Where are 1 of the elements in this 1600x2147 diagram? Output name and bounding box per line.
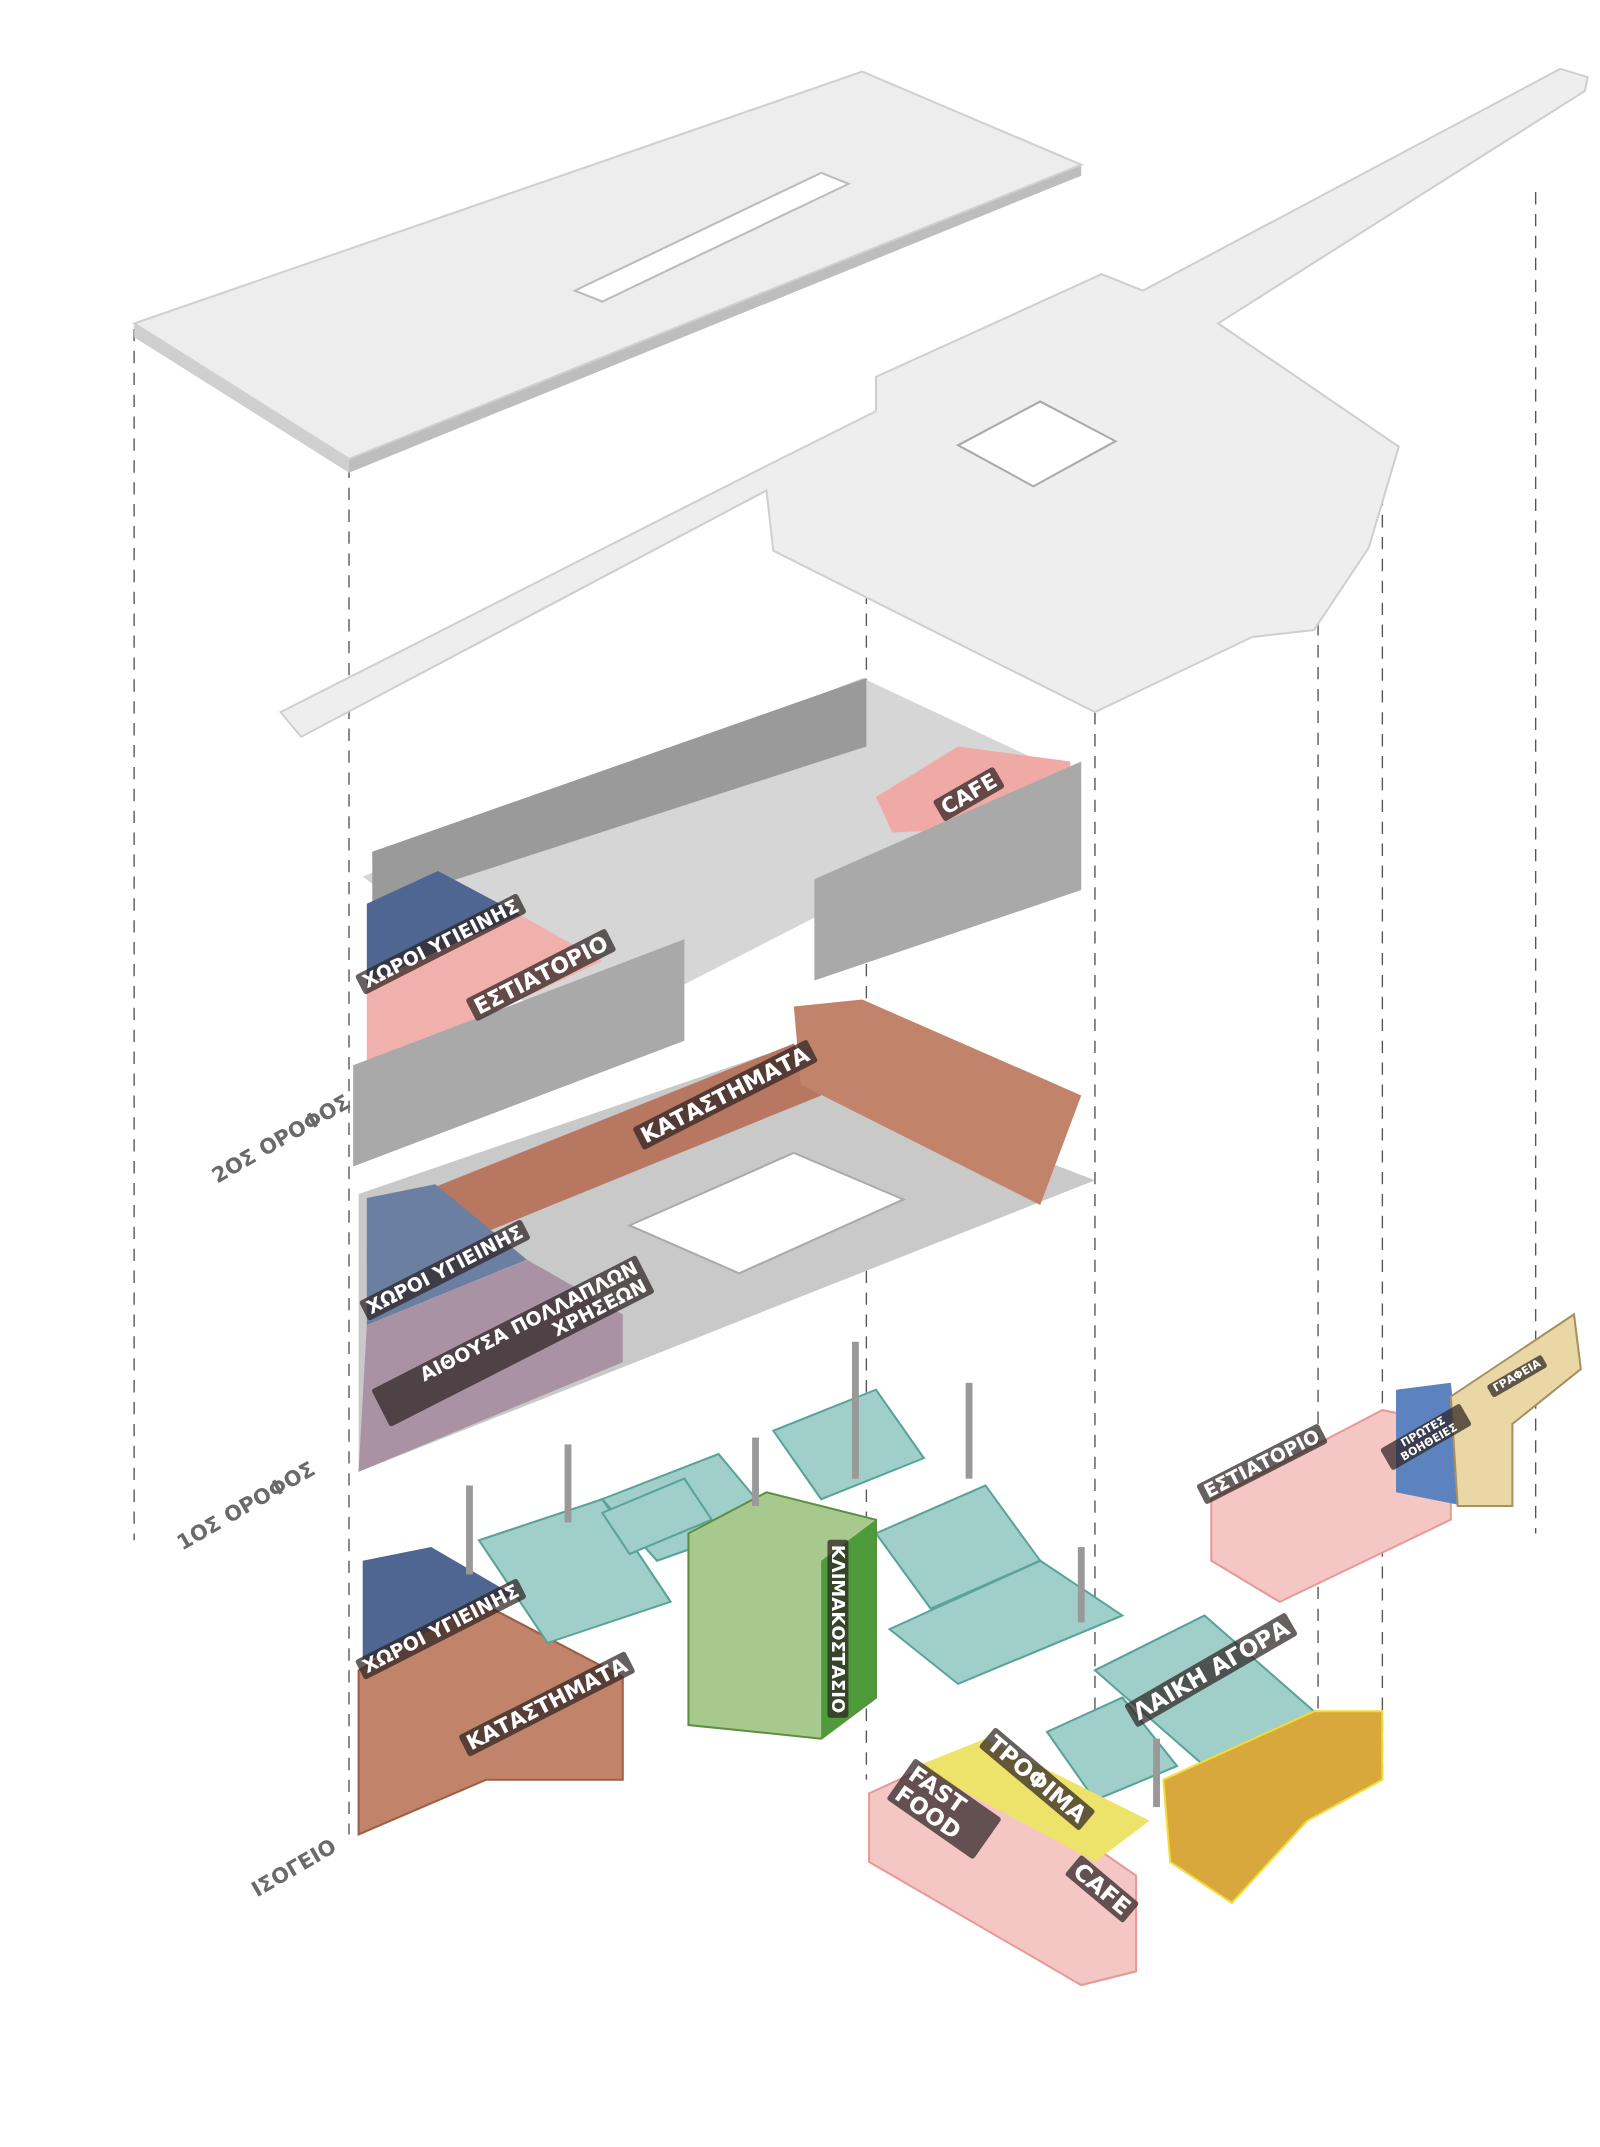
room-label: ΚΛΙΜΑΚΟΣΤΑΣΙΟ [827,1539,849,1718]
